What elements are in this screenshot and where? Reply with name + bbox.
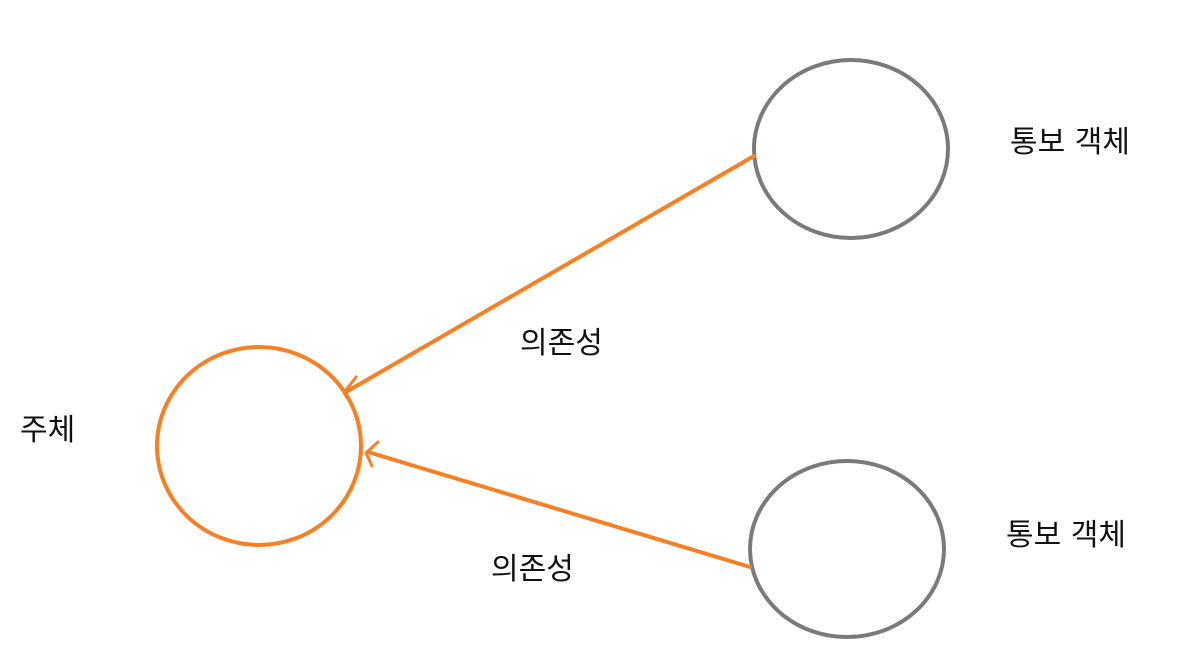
subject-node[interactable] bbox=[155, 345, 363, 547]
observer-node-2[interactable] bbox=[748, 459, 946, 639]
dependency-edge-2 bbox=[366, 450, 752, 569]
dependency-label-2: 의존성 bbox=[491, 552, 574, 587]
observer-node-1[interactable] bbox=[752, 58, 950, 240]
observer-label-1: 통보 객체 bbox=[1010, 125, 1130, 160]
dependency-edge-1 bbox=[344, 154, 756, 394]
dependency-label-1: 의존성 bbox=[520, 326, 603, 361]
observer-label-2: 통보 객체 bbox=[1006, 518, 1126, 553]
dependency-edge-2-arrowhead bbox=[364, 440, 380, 468]
dependency-edge-1-arrowhead bbox=[342, 375, 358, 404]
subject-label: 주체 bbox=[20, 413, 76, 448]
